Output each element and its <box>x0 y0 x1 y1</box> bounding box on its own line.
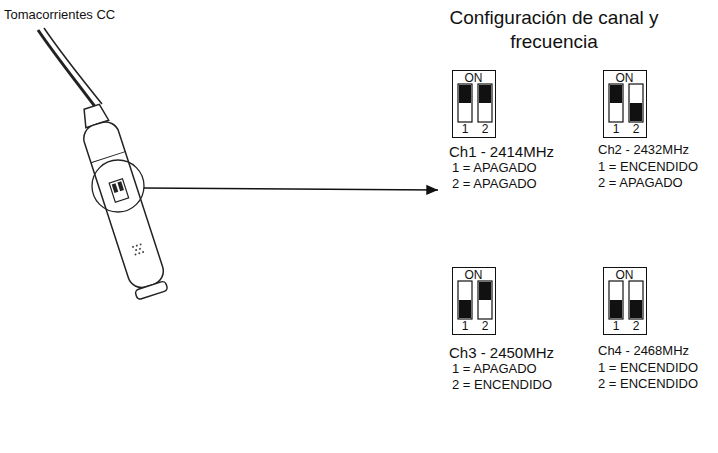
dip-switch: ON 12 <box>452 70 496 138</box>
on-label: ON <box>604 269 645 281</box>
power-cord <box>38 30 96 108</box>
switch-setting: 1 = APAGADO <box>452 362 537 377</box>
zoom-circle <box>92 160 144 212</box>
leader-arrow <box>144 188 438 190</box>
diagram-title: Configuración de canal y frecuencia <box>423 6 685 54</box>
switch-number: 2 <box>629 320 643 332</box>
switch-setting: 1 = ENCENDIDO <box>598 361 698 376</box>
dip-switch: ON 12 <box>603 70 647 138</box>
switch-number: 1 <box>458 320 472 332</box>
on-label: ON <box>453 269 494 281</box>
switch-setting: 1 = ENCENDIDO <box>598 160 698 175</box>
on-label: ON <box>604 72 645 84</box>
switch-setting: 1 = APAGADO <box>452 161 537 176</box>
power-cord-edge <box>44 28 102 104</box>
channel-label: Ch1 - 2414MHz <box>449 143 554 160</box>
transmitter-body <box>75 101 170 300</box>
channel-label: Ch3 - 2450MHz <box>449 344 554 361</box>
switch-number: 1 <box>609 320 623 332</box>
switch-number: 2 <box>629 123 643 135</box>
on-label: ON <box>453 72 494 84</box>
switch-number: 1 <box>458 123 472 135</box>
switch-setting: 2 = APAGADO <box>452 177 537 192</box>
dip-switch: ON 12 <box>603 267 647 335</box>
switch-number: 1 <box>609 123 623 135</box>
dip-switch: ON 12 <box>452 267 496 335</box>
switch-number: 2 <box>478 320 492 332</box>
switch-setting: 2 = APAGADO <box>598 176 683 191</box>
switch-setting: 2 = ENCENDIDO <box>452 378 552 393</box>
switch-setting: 2 = ENCENDIDO <box>598 377 698 392</box>
part-label: Tomacorrientes CC <box>4 8 115 23</box>
switch-number: 2 <box>478 123 492 135</box>
channel-label: Ch4 - 2468MHz <box>598 344 689 359</box>
channel-label: Ch2 - 2432MHz <box>598 143 689 158</box>
